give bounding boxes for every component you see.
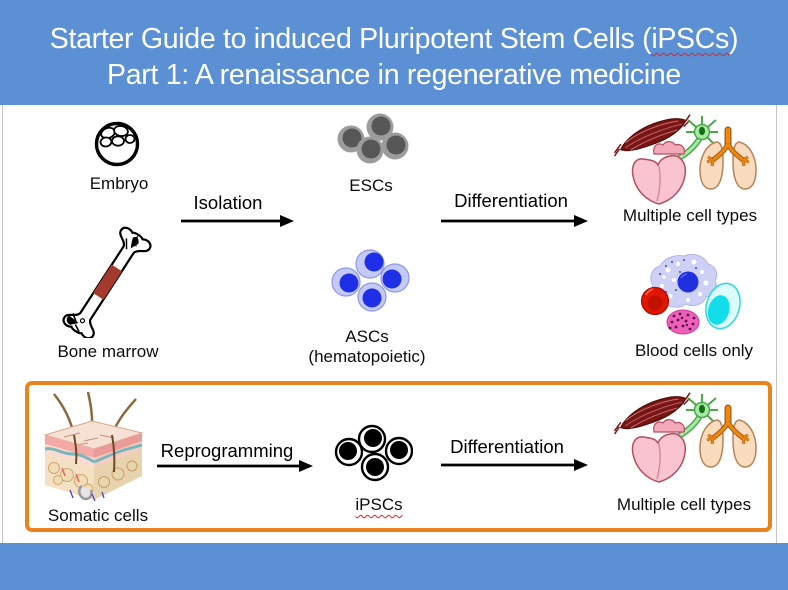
blood-cells-label: Blood cells only [634,341,754,360]
slide-title: Starter Guide to induced Pluripotent Ste… [0,21,788,93]
somatic-cells-label: Somatic cells [47,506,149,525]
ascs-sublabel: (hematopoietic) [308,347,426,366]
blood-cells-icon [640,253,741,335]
ipscs-label: iPSCs [319,495,439,515]
reprogramming-arrow-icon [157,460,313,472]
embryo-icon [94,121,140,167]
ipscs-label-text: iPSCs [355,495,403,514]
isolation-arrow-icon [181,215,294,227]
slide-edge-left [2,105,3,543]
embryo-label: Embryo [89,174,149,193]
multiple-cell-types-icon [613,114,757,205]
ipsc-highlight-box [25,381,772,532]
multiple-cell-types-icon [613,392,757,483]
differentiation-label: Differentiation [454,190,568,211]
multiple-cell-types-label: Multiple cell types [622,206,758,225]
bone-marrow-label: Bone marrow [57,342,159,361]
reprogramming-label: Reprogramming [160,440,294,461]
asc-cells-icon [331,249,410,312]
title-banner [0,0,788,105]
slide-title-line2: Part 1: A renaissance in regenerative me… [107,59,681,91]
escs-icon [337,113,409,164]
escs-label: ESCs [349,176,393,195]
slide-title-line1: Starter Guide to induced Pluripotent Ste… [0,21,788,57]
ipsc-cells-icon [334,424,413,482]
title-line1-suffix: ) [729,23,739,55]
title-ipscs-word: iPSCs [651,23,729,55]
ascs-label: ASCs [345,327,389,346]
multiple-cell-types-label: Multiple cell types [616,495,752,514]
skin-tissue-icon [43,391,144,502]
bottom-banner [0,543,788,590]
title-line1-prefix: Starter Guide to induced Pluripotent Ste… [49,23,652,55]
bone-marrow-icon [62,226,152,338]
differentiation-label: Differentiation [450,436,564,457]
differentiation-arrow-icon [441,215,588,227]
isolation-label: Isolation [193,192,263,213]
differentiation-arrow-icon [441,459,588,471]
slide-edge-right [776,105,777,543]
